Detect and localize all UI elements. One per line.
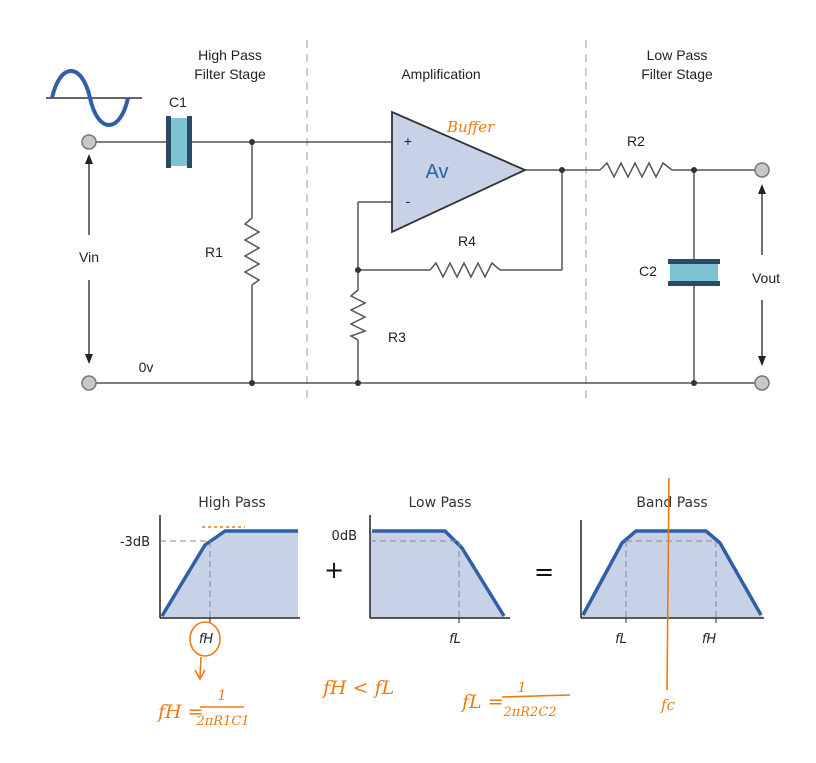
resistor-r3 — [349, 289, 367, 341]
terminal-input — [81, 134, 97, 150]
graph-low-pass-freq: fL — [449, 632, 461, 647]
graph-low-pass — [369, 515, 510, 623]
opamp-minus-sign: - — [406, 193, 411, 209]
label-c1: C1 — [169, 94, 187, 110]
label-r2: R2 — [627, 133, 645, 149]
graph-high-pass-freq: fH — [199, 632, 214, 647]
terminal-output — [754, 162, 770, 178]
stage-high-pass-line2: Filter Stage — [194, 66, 266, 82]
resistor-r4 — [429, 261, 501, 279]
terminal-input-ground — [81, 375, 97, 391]
vin-arrow — [85, 154, 93, 364]
capacitor-c1 — [166, 116, 192, 168]
handwritten-fh-lhs: fH = — [156, 701, 204, 723]
resistor-r1 — [243, 217, 261, 286]
stage-high-pass-line1: High Pass — [198, 47, 262, 63]
handwritten-fl-num: 1 — [518, 680, 527, 696]
high-pass-curve — [160, 529, 298, 617]
sine-wave-icon — [46, 69, 142, 127]
handwritten-fh-den: 2πR1C1 — [195, 714, 249, 729]
handwritten-buffer: Buffer — [446, 118, 495, 136]
handwritten-fl-fraction-bar — [501, 694, 571, 698]
band-pass-curve — [581, 529, 763, 616]
terminal-output-ground — [754, 375, 770, 391]
stage-low-pass-line1: Low Pass — [647, 47, 708, 63]
handwritten-fc: fc — [660, 696, 676, 714]
operator-plus: + — [324, 556, 344, 584]
handwritten-condition: fH < fL — [321, 677, 394, 699]
graph-low-pass-level: 0dB — [332, 529, 357, 544]
node-r1-bottom — [249, 380, 255, 386]
capacitor-c2 — [668, 259, 720, 286]
label-ground: 0v — [139, 359, 154, 375]
annotation-circle-fh — [189, 621, 221, 657]
annotation-fc-line — [666, 477, 670, 691]
label-c2: C2 — [639, 263, 657, 279]
resistor-r2 — [599, 161, 673, 179]
opamp-gain-label: Av — [426, 161, 449, 183]
node-feedback — [355, 267, 361, 273]
label-r3: R3 — [388, 329, 406, 345]
low-pass-curve — [372, 529, 506, 617]
label-r1: R1 — [205, 244, 223, 260]
graph-low-pass-title: Low Pass — [409, 495, 472, 511]
handwritten-fl-lhs: fL = — [460, 691, 504, 713]
low-pass-fill — [370, 531, 505, 618]
node-c2-bottom — [691, 380, 697, 386]
graph-band-pass — [580, 520, 764, 623]
annotation-arrow — [194, 656, 206, 681]
handwritten-fh-num: 1 — [218, 688, 227, 704]
label-vin: Vin — [79, 249, 99, 265]
label-vout: Vout — [752, 270, 780, 286]
operator-equals: = — [534, 558, 554, 586]
handwritten-fl-den: 2πR2C2 — [502, 705, 556, 720]
node-r3-bottom — [355, 380, 361, 386]
graph-band-pass-title: Band Pass — [636, 495, 707, 511]
node-opamp-out — [559, 167, 565, 173]
vout-arrow — [758, 184, 766, 366]
graph-high-pass-level: -3dB — [120, 535, 150, 550]
graph-band-pass-fl: fL — [615, 632, 627, 647]
opamp-plus-sign: + — [404, 133, 412, 149]
label-r4: R4 — [458, 233, 476, 249]
high-pass-fill — [160, 531, 298, 617]
node-r1-top — [249, 139, 255, 145]
graph-band-pass-fh: fH — [702, 632, 717, 647]
stage-low-pass-line2: Filter Stage — [641, 66, 713, 82]
stage-amplification: Amplification — [401, 66, 480, 82]
graph-high-pass — [159, 515, 300, 623]
node-c2-top — [691, 167, 697, 173]
opamp-triangle — [391, 110, 528, 234]
graph-high-pass-title: High Pass — [198, 495, 266, 511]
